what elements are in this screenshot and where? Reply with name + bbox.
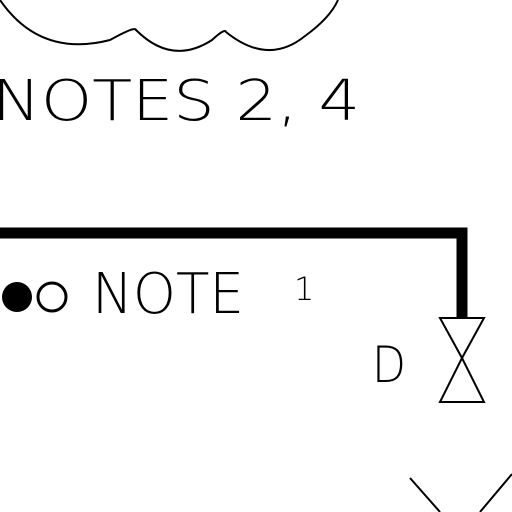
pipe-line [0, 227, 468, 318]
valve-symbol [438, 317, 486, 403]
valve-lower-triangle [438, 355, 486, 403]
revision-cloud [0, 0, 339, 52]
valve-tag: D [372, 336, 406, 394]
note-label: NOTE [92, 262, 244, 327]
note-number: 1 [294, 270, 314, 308]
filled-connection-dot [2, 282, 32, 312]
valve-upper-triangle [438, 317, 486, 361]
open-connection-dot [36, 281, 68, 313]
cloud-callout-text: NOTES 2, 4 [0, 69, 360, 134]
partial-valve-symbol [409, 473, 512, 512]
